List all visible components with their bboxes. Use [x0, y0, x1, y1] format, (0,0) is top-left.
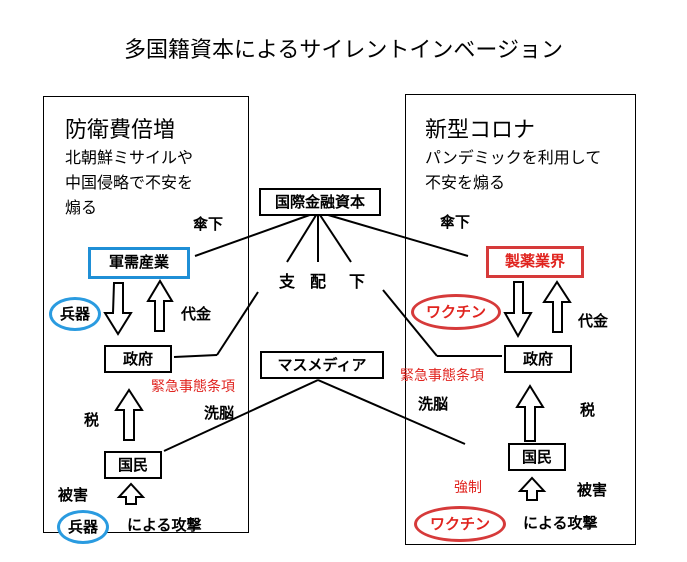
left-arrow-attack-up	[116, 482, 146, 505]
line-left-gov-h	[173, 354, 218, 358]
left-emergency-label: 緊急事態条項	[151, 379, 235, 395]
right-arrow-payment-up	[542, 280, 572, 333]
left-sanka-label: 傘下	[193, 215, 224, 233]
left-industry-box: 軍需産業	[88, 247, 190, 279]
line-capital-left-industry	[194, 211, 319, 257]
right-tax-label: 税	[580, 401, 596, 419]
right-sanka-label: 傘下	[440, 213, 471, 231]
right-sub-line-2: 不安を煽る	[425, 173, 506, 192]
left-arrow-product-down	[103, 282, 133, 336]
right-payment-label: 代金	[578, 312, 609, 330]
diagram-title: 多国籍資本によるサイレントインベージョン	[124, 38, 563, 63]
right-damage-label: 被害	[577, 481, 608, 499]
right-attack-oval: ワクチン	[414, 506, 506, 542]
right-industry-box: 製薬業界	[486, 246, 584, 278]
left-payment-label: 代金	[181, 305, 212, 323]
right-arrow-product-down	[503, 281, 533, 339]
right-government-box: 政府	[504, 345, 572, 373]
left-product-oval: 兵器	[49, 297, 101, 331]
left-sub-line-1: 北朝鮮ミサイルや	[65, 148, 194, 167]
shihai-char-1: 支	[279, 268, 296, 292]
line-media-left-people	[163, 379, 319, 452]
left-attack-oval: 兵器	[57, 510, 109, 544]
right-attack-text: による攻撃	[523, 514, 598, 532]
right-emergency-label: 緊急事態条項	[400, 368, 484, 384]
left-government-box: 政府	[104, 345, 172, 373]
left-tax-label: 税	[84, 411, 100, 429]
shihai-char-3: 下	[349, 268, 366, 292]
right-heading: 新型コロナ	[425, 118, 536, 143]
right-force-label: 強制	[454, 480, 482, 496]
left-brainwash-label: 洗脳	[204, 404, 235, 422]
left-arrow-tax-up	[114, 388, 144, 441]
right-people-box: 国民	[508, 443, 566, 471]
left-arrow-payment-up	[146, 279, 174, 332]
line-ka-right-gov	[382, 289, 438, 357]
line-capital-right-industry	[317, 211, 469, 257]
line-media-right-people	[317, 379, 466, 445]
capital-box: 国際金融資本	[259, 188, 381, 216]
left-people-box: 国民	[104, 451, 162, 479]
left-sub-line-2: 中国侵略で不安を	[65, 173, 194, 192]
right-sub-line-1: パンデミックを利用して	[425, 148, 602, 167]
media-box: マスメディア	[260, 351, 384, 379]
line-shi-left-gov	[216, 291, 259, 356]
line-capital-ka	[317, 211, 352, 263]
line-capital-shi	[286, 211, 319, 263]
right-arrow-tax-up	[515, 384, 545, 442]
right-arrow-attack-up	[517, 476, 547, 501]
right-brainwash-label: 洗脳	[418, 395, 449, 413]
shihai-char-2: 配	[310, 268, 327, 292]
right-product-oval: ワクチン	[411, 294, 501, 330]
left-heading: 防衛費倍増	[65, 118, 176, 143]
left-sub-line-3: 煽る	[65, 198, 98, 217]
left-attack-text: による攻撃	[127, 516, 202, 534]
left-damage-label: 被害	[58, 486, 89, 504]
